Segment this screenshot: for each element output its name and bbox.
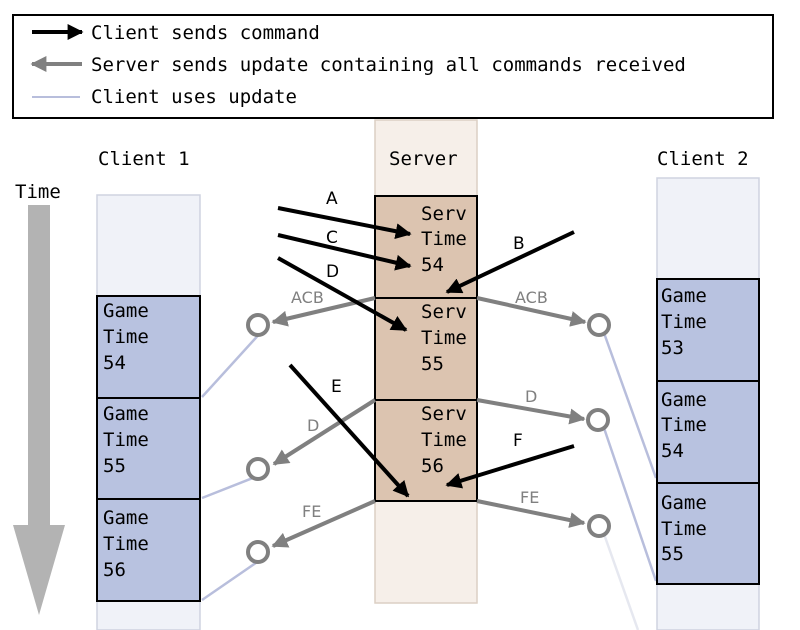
command-label-f: F [513,431,523,451]
update-arrow-c2-fe [476,499,586,528]
client1-title: Client 1 [98,148,190,170]
frame-text: 54 [103,352,126,374]
frame-text: Game [103,300,149,322]
update-label-c1-fe: FE [302,502,321,521]
update-labels: ACB D FE ACB D FE [291,288,548,521]
frame-text: Game [661,389,707,411]
frame-text: 55 [661,543,684,565]
command-arrow-d [277,256,408,332]
update-arrow-c1-d [272,398,377,466]
receive-circle [246,313,270,337]
frame-text: 54 [421,254,444,276]
update-label-c1-acb: ACB [291,288,324,307]
command-label-b: B [513,234,525,254]
frame-text: Serv [421,403,467,425]
client1-frames: Game Time 54 Game Time 55 Game Time 56 [96,295,201,602]
client2-frame-54: Game Time 54 [656,380,760,484]
client2-frame-53: Game Time 53 [656,278,760,382]
command-arrow-b [445,230,575,294]
frame-text: 55 [421,353,444,375]
update-arrow-c1-fe [271,499,376,548]
update-label-c2-acb: ACB [515,288,548,307]
use-lines [201,329,658,630]
frame-text: Game [103,403,149,425]
time-arrow [13,205,65,615]
command-label-e: E [331,377,342,397]
frame-text: Time [103,429,149,451]
command-arrow-c [277,233,412,271]
legend: Client sends command Server sends update… [12,14,774,119]
client2-frame-55: Game Time 55 [656,482,760,585]
frame-text: Time [661,311,707,333]
frame-text: Time [661,518,707,540]
receive-circle [246,457,270,481]
command-arrow-a [277,206,412,240]
frame-text: Game [103,507,149,529]
command-arrow-f [445,444,575,489]
frame-text: Serv [421,301,467,323]
client2-title: Client 2 [657,148,749,170]
server-title: Server [389,148,458,170]
frame-text: Time [421,429,467,451]
frame-text: Time [103,326,149,348]
receive-circle [246,540,270,564]
update-arrow-c2-acb [476,296,587,327]
frame-text: 55 [103,455,126,477]
frame-text: 56 [103,559,126,581]
client1-frame-56: Game Time 56 [96,498,201,602]
update-label-c2-d: D [525,387,537,406]
command-labels: A C D B E F [326,189,525,451]
command-label-c: C [326,228,338,248]
legend-update-label: Server sends update containing all comma… [91,54,686,76]
frame-text: Time [421,327,467,349]
server-frames: Serv Time 54 Serv Time 55 Serv Time 56 [374,195,478,502]
legend-box [12,14,774,119]
receive-circle [586,408,610,432]
time-label: Time [15,181,61,203]
receive-circles [246,313,611,564]
frame-text: Time [421,228,467,250]
server-frame-55: Serv Time 55 [374,297,478,401]
update-label-c2-fe: FE [520,488,539,507]
frame-text: Time [661,414,707,436]
frame-text: 53 [661,337,684,359]
frame-text: 56 [421,455,444,477]
receive-circle [587,514,611,538]
update-arrow-c1-acb [271,296,376,327]
receive-circle [587,313,611,337]
server-frame-54: Serv Time 54 [374,195,478,299]
command-label-a: A [326,189,338,209]
command-arrow-e [288,363,410,498]
frame-text: Game [661,492,707,514]
update-arrow-c2-d [476,398,586,425]
frame-text: Game [661,285,707,307]
command-arrows [277,206,575,498]
client1-frame-54: Game Time 54 [96,295,201,399]
frame-text: Serv [421,203,467,225]
command-label-d: D [326,262,339,282]
update-label-c1-d: D [307,416,319,435]
legend-use-label: Client uses update [91,86,297,108]
server-frame-56: Serv Time 56 [374,399,478,502]
legend-command-label: Client sends command [91,22,320,44]
client1-frame-55: Game Time 55 [96,397,201,500]
frame-text: Time [103,533,149,555]
frame-text: 54 [661,440,684,462]
client2-frames: Game Time 53 Game Time 54 Game Time 55 [656,278,760,585]
